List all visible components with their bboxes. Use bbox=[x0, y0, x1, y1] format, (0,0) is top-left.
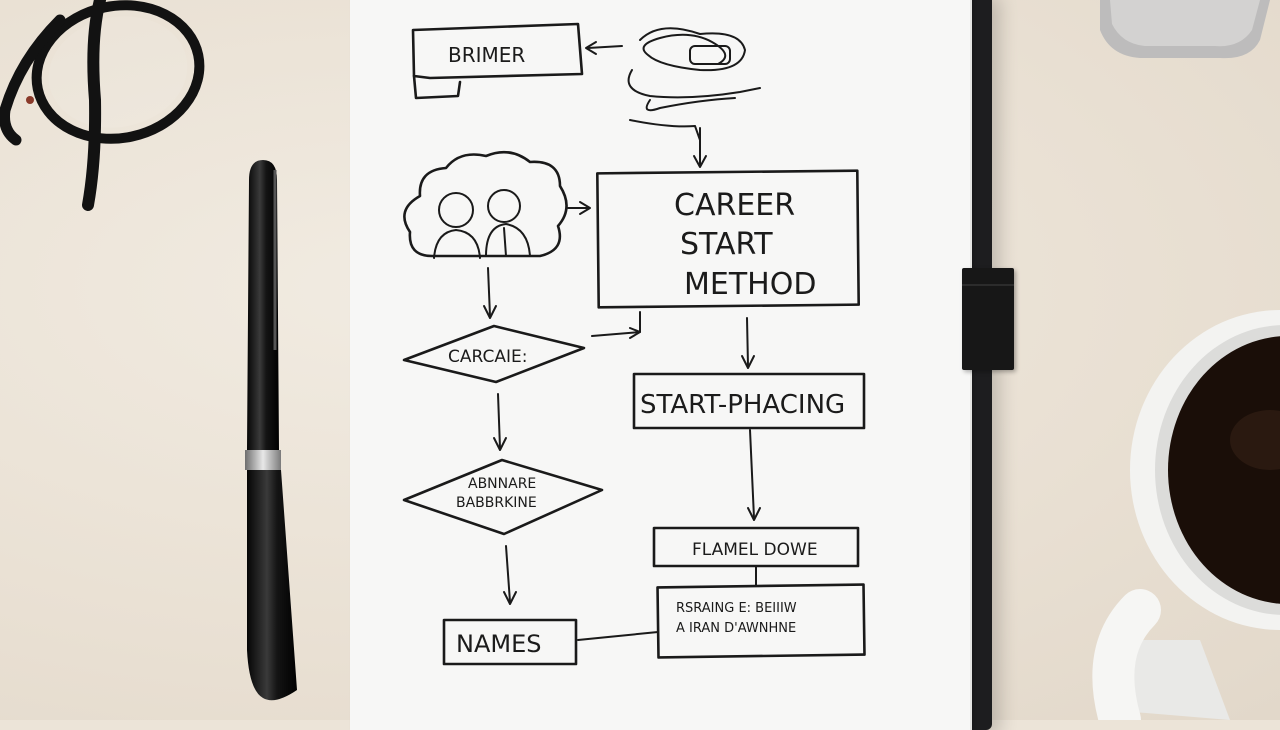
flame-box-label: FLAMEL DOWE bbox=[692, 540, 818, 560]
diamond2-line2: BABBRKINE bbox=[456, 495, 537, 511]
arrow-cloud-to-diamond bbox=[487, 267, 491, 317]
arrow-diamond-to-career bbox=[591, 311, 641, 337]
speaker-device-icon bbox=[1100, 0, 1270, 59]
start-phacing-box bbox=[632, 372, 866, 430]
eyeglasses-icon bbox=[0, 0, 205, 211]
start-box-label: START-PHACING bbox=[640, 390, 845, 420]
notes-box-line1: RSRAING E: BEIIIW bbox=[676, 601, 797, 616]
arrow-career-to-start bbox=[746, 317, 749, 367]
diamond1-label: CARCAIE: bbox=[448, 347, 527, 367]
names-box bbox=[442, 618, 578, 666]
career-line3: METHOD bbox=[684, 267, 816, 302]
scribble-doodle bbox=[627, 27, 761, 168]
pen-icon bbox=[245, 160, 297, 701]
notes-box bbox=[656, 583, 866, 659]
arrow-diamond2-to-names bbox=[505, 545, 511, 603]
arrow-to-banner bbox=[587, 45, 623, 49]
decision-diamond-1 bbox=[402, 324, 586, 384]
names-box-label: NAMES bbox=[456, 630, 541, 658]
thought-cloud-icon bbox=[403, 150, 568, 259]
arrow-start-to-flame bbox=[749, 429, 755, 519]
notes-box-line2: A IRAN D'AWNHNE bbox=[676, 621, 796, 636]
arrow-diamond1-to-diamond2 bbox=[497, 393, 501, 449]
coffee-mug-icon bbox=[1092, 310, 1280, 720]
notebook-page bbox=[350, 0, 972, 730]
decision-diamond-2 bbox=[402, 458, 604, 536]
diamond2-line1: ABNNARE bbox=[468, 476, 536, 492]
banner-label: BRIMER bbox=[448, 43, 525, 67]
career-start-method-box bbox=[596, 169, 860, 309]
notebook-bookmark bbox=[962, 268, 1014, 370]
banner-shape bbox=[411, 22, 584, 100]
career-line2: START bbox=[680, 227, 773, 262]
career-line1: CAREER bbox=[674, 188, 795, 223]
connector-names-to-notes bbox=[577, 631, 659, 641]
